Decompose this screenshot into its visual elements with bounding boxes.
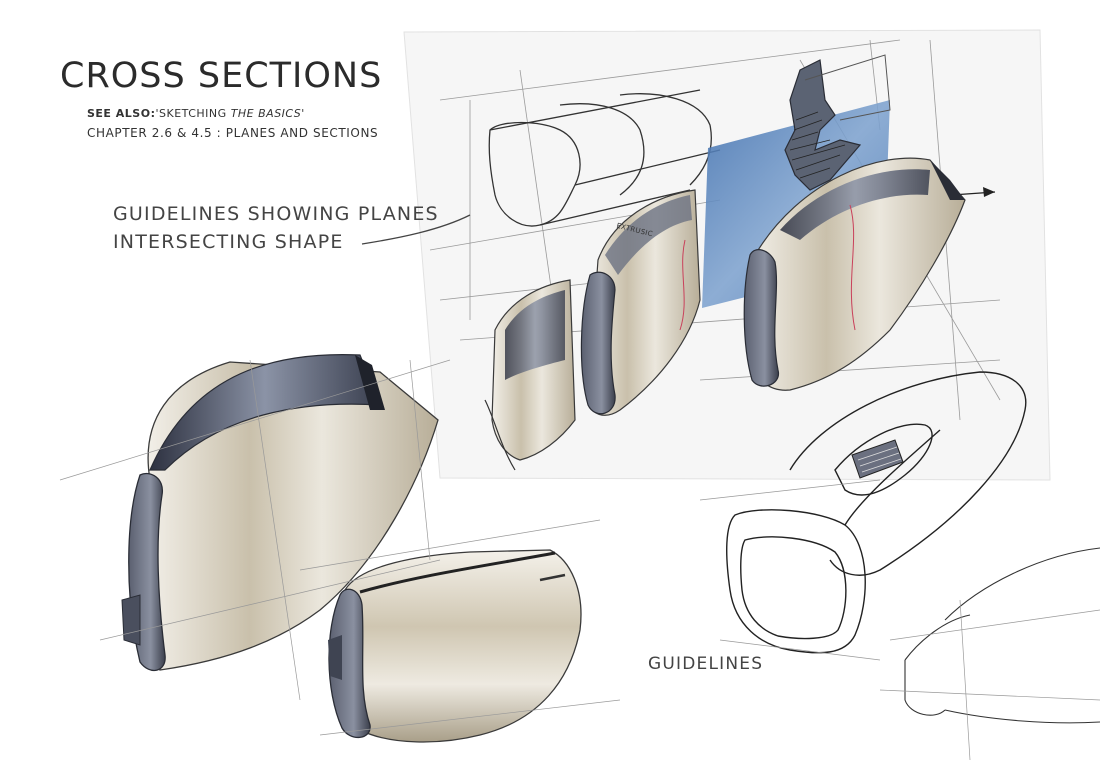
button-icon <box>851 439 904 479</box>
section-profile <box>784 54 891 191</box>
see-also-line: SEE ALSO:'SKETCHING THE BASICS' <box>87 107 305 120</box>
annotation-planes-line2: INTERSECTING SHAPE <box>113 231 344 253</box>
chapter-reference: CHAPTER 2.6 & 4.5 : PLANES AND SECTIONS <box>87 126 379 140</box>
annotation-leader <box>361 214 471 245</box>
arrow-head-icon <box>983 187 995 197</box>
large-segment <box>121 353 439 672</box>
annotation-planes-line1: GUIDELINES SHOWING PLANES <box>113 203 439 225</box>
see-also-end: ' <box>301 107 305 120</box>
left-segment <box>484 279 576 471</box>
construction-lines-lower <box>59 359 881 736</box>
annotation-guidelines: GUIDELINES <box>648 654 764 674</box>
handheld-object <box>726 371 1027 654</box>
middle-segment <box>580 189 701 416</box>
see-also-label: SEE ALSO: <box>87 107 156 120</box>
rounded-segment <box>328 549 582 743</box>
see-also-em: THE BASICS <box>230 107 302 120</box>
right-segment <box>743 157 966 391</box>
lower-right-outline <box>879 547 1100 761</box>
section-hatching <box>789 111 846 179</box>
see-also-text: 'SKETCHING <box>155 107 231 120</box>
extrusion-outline <box>488 89 721 227</box>
page-title: CROSS SECTIONS <box>60 56 383 96</box>
